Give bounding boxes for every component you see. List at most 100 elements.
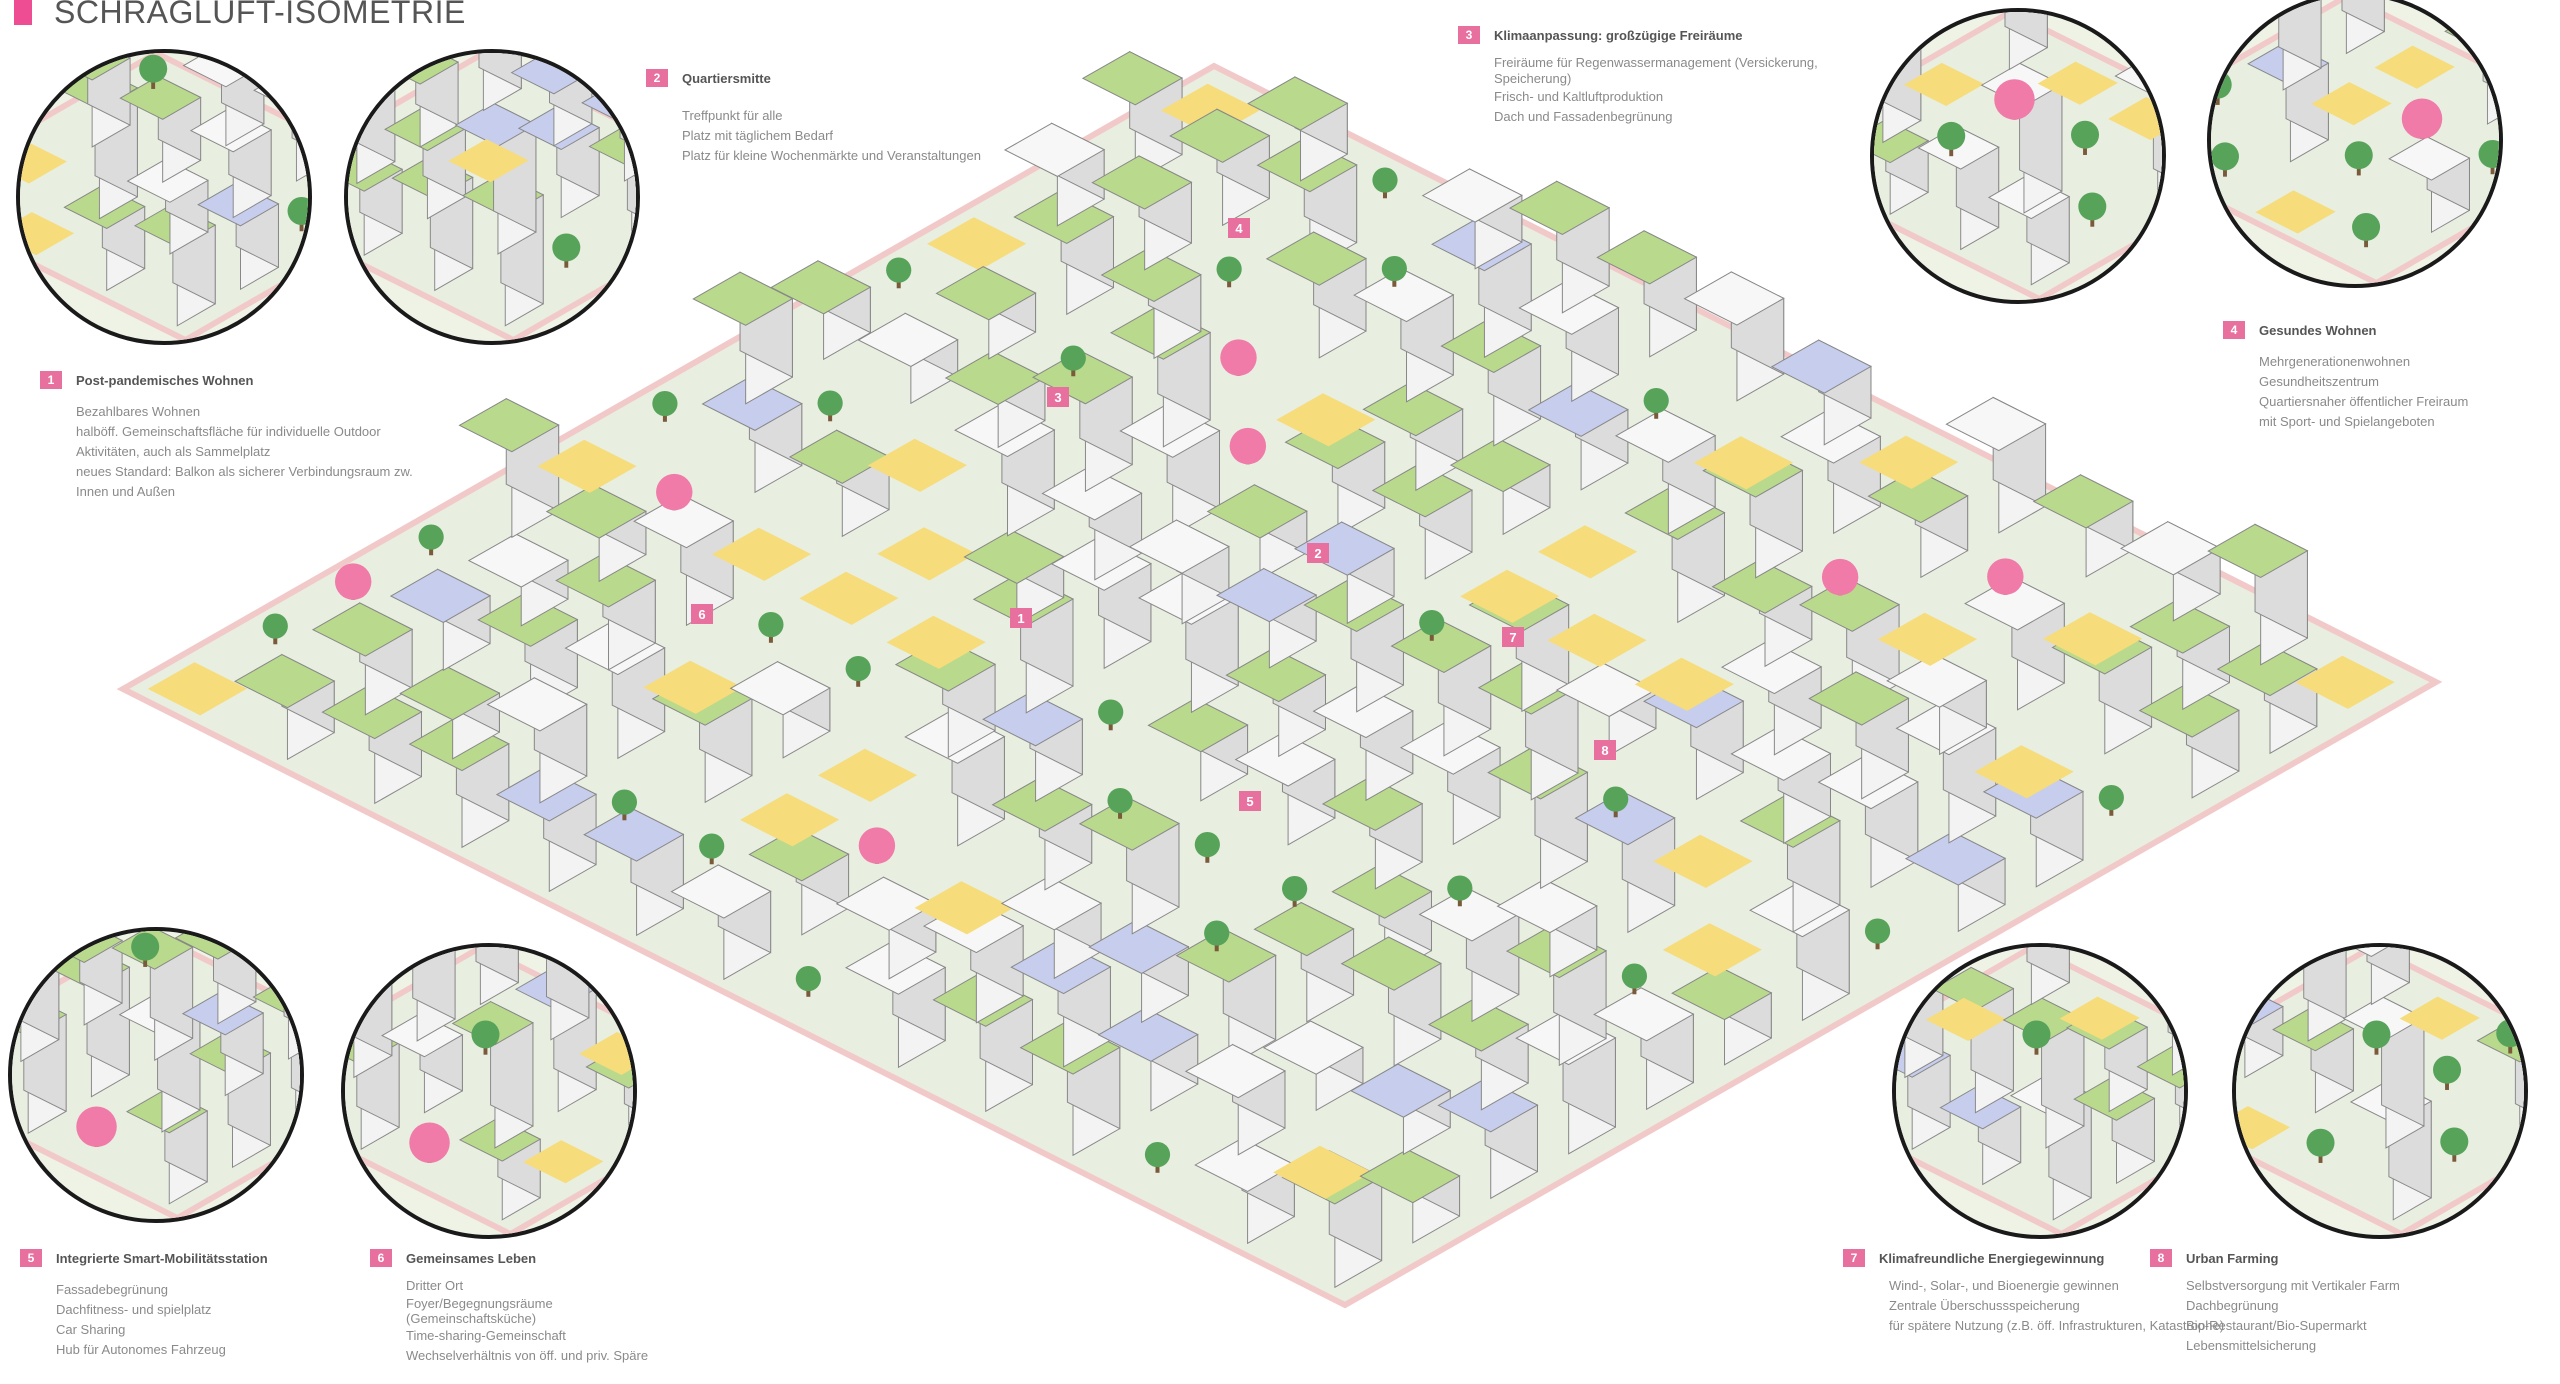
building-roof — [1091, 155, 1193, 210]
building-roof — [1508, 180, 1611, 236]
detail-view-5 — [8, 927, 304, 1223]
building-roof — [2351, 947, 2389, 957]
building-roof — [2388, 136, 2471, 181]
detail-scene — [345, 947, 633, 1235]
plaza — [740, 793, 840, 847]
tree — [131, 932, 160, 961]
feature-number-badge: 1 — [40, 371, 62, 389]
tree — [652, 390, 678, 417]
tree — [2433, 1055, 2462, 1084]
plaza — [1925, 997, 2007, 1041]
building-wall — [2341, 0, 2385, 33]
feature-line: Speicherung) — [1494, 71, 1572, 86]
plaza — [448, 139, 529, 183]
plaza — [877, 527, 977, 581]
tree — [1447, 875, 1473, 901]
building-roof — [1088, 919, 1190, 975]
plaza — [20, 140, 67, 184]
tree — [699, 833, 725, 859]
tree — [845, 655, 871, 682]
map-marker-7[interactable]: 7 — [1502, 627, 1524, 647]
tree — [1864, 918, 1891, 944]
page-title-text: SCHRAGLUFT-ISOMETRIE — [54, 0, 466, 30]
map-marker-4[interactable]: 4 — [1228, 218, 1250, 238]
tree — [552, 233, 581, 262]
building-roof — [311, 602, 414, 657]
building-roof — [1671, 965, 1773, 1021]
tree — [2022, 1020, 2051, 1049]
map-marker-3[interactable]: 3 — [1047, 387, 1069, 407]
feature-line: Gesundheitszentrum — [2259, 374, 2379, 389]
building-roof — [1614, 408, 1717, 463]
feature-title: Post-pandemisches Wohnen — [76, 372, 254, 388]
feature-number-badge: 6 — [370, 1249, 392, 1267]
detail-scene — [20, 53, 308, 341]
tree — [418, 524, 444, 550]
plaza — [1974, 745, 2074, 799]
building-roof — [1421, 168, 1523, 223]
building-roof — [1234, 732, 1336, 787]
plaza — [914, 881, 1014, 935]
building-roof — [1359, 1148, 1461, 1204]
tree — [758, 611, 784, 638]
tree — [1144, 1141, 1171, 1168]
feature-line: Mehrgenerationenwohnen — [2259, 354, 2411, 369]
tree — [1419, 609, 1445, 636]
tree — [1282, 875, 1308, 902]
feature-title: Klimafreundliche Energiegewinnung — [1879, 1250, 2105, 1266]
pink-tree — [2401, 98, 2443, 139]
feature-line: Innen und Außen — [76, 484, 176, 499]
building-roof — [1003, 122, 1106, 177]
feature-line: Dach und Fassadenbegrünung — [1494, 109, 1673, 124]
feature-line: mit Sport- und Spielangeboten — [2259, 414, 2435, 429]
building-roof — [458, 398, 560, 453]
building-roof — [1225, 647, 1327, 703]
tree — [1372, 167, 1398, 193]
tree — [1643, 387, 1669, 414]
map-marker-5[interactable]: 5 — [1239, 791, 1261, 811]
tree — [1098, 699, 1124, 725]
building-roof — [670, 864, 772, 919]
plaza — [1634, 657, 1734, 711]
building-wall — [2278, 0, 2322, 69]
building-roof — [1496, 878, 1598, 934]
plaza — [2295, 655, 2395, 709]
plaza — [147, 662, 247, 716]
pink-tree — [1987, 558, 2024, 595]
detail-view-8 — [2232, 943, 2528, 1239]
building-roof — [1206, 484, 1308, 539]
tree — [2362, 1020, 2391, 1049]
plaza — [1859, 435, 1959, 489]
building-roof — [1312, 683, 1414, 739]
plaza — [2236, 1106, 2291, 1150]
tree — [1060, 345, 1086, 371]
plaza — [2059, 996, 2140, 1040]
building-roof — [467, 533, 570, 588]
plaza — [2037, 61, 2118, 105]
feature-line: (Gemeinschaftsküche) — [406, 1311, 537, 1326]
building-roof — [2207, 523, 2309, 579]
map-marker-1[interactable]: 1 — [1010, 608, 1032, 628]
building-roof — [935, 266, 1037, 321]
plaza — [817, 748, 918, 802]
plaza — [1547, 613, 1647, 667]
pink-tree — [1229, 427, 1267, 465]
building-roof — [399, 666, 501, 721]
map-marker-6[interactable]: 6 — [691, 604, 713, 624]
map-marker-8[interactable]: 8 — [1594, 740, 1616, 760]
building-roof — [545, 484, 647, 539]
building-roof — [1427, 997, 1530, 1052]
building-wall — [2303, 947, 2347, 1020]
building-roof — [1097, 1007, 1199, 1062]
plaza — [2043, 612, 2143, 666]
building-roof — [126, 158, 209, 203]
plaza — [2255, 190, 2336, 234]
map-marker-2[interactable]: 2 — [1307, 543, 1329, 563]
pink-tree — [1220, 339, 1257, 376]
building-roof — [583, 807, 685, 862]
building-roof — [857, 312, 959, 368]
